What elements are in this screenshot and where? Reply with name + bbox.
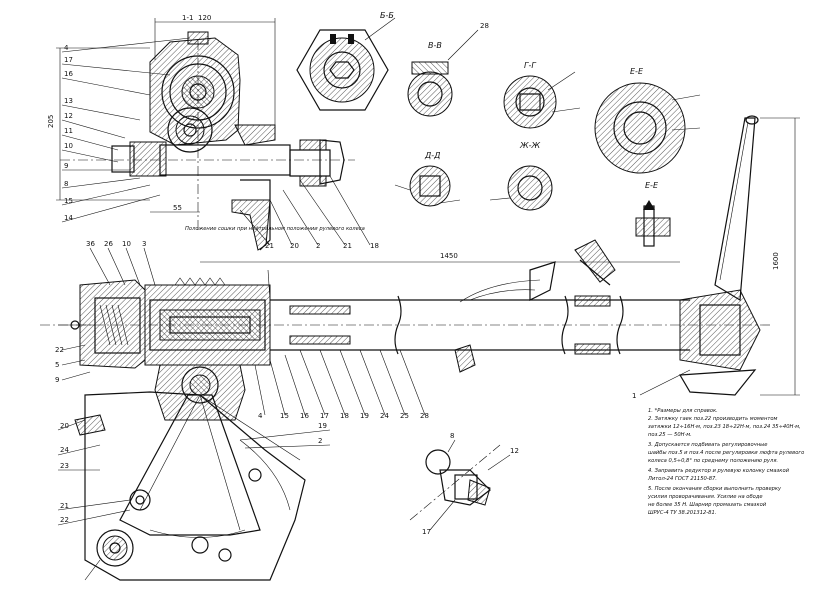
svg-text:12: 12 [64, 112, 73, 120]
svg-text:5: 5 [55, 361, 59, 369]
section-label-ee-small: Е-Е [645, 181, 659, 190]
section-label-vv: В-В [428, 41, 442, 50]
svg-text:36: 36 [86, 240, 95, 248]
svg-text:18: 18 [340, 412, 349, 420]
note-line-6: шайбы поз.5 и поз.4 после регулировки лю… [648, 450, 804, 456]
svg-text:21: 21 [60, 502, 69, 510]
svg-text:11: 11 [64, 127, 73, 135]
svg-text:2: 2 [318, 437, 322, 445]
note-line-4: поз.25 — 50Н·м. [648, 432, 692, 438]
section-gg-view: Г-Г [503, 61, 581, 129]
section-bb-view: Б-Б [296, 11, 396, 111]
pitman-arm-view: 20 24 23 21 22 19 2 [57, 391, 331, 581]
svg-text:14: 14 [64, 214, 73, 222]
section-vv-view: В-В 28 [407, 22, 489, 117]
svg-text:3: 3 [142, 240, 146, 248]
note-line-11: усилия проворачивания. Усилие на ободе [647, 494, 763, 500]
long-section-leaders: 36 26 10 3 4 15 16 17 18 19 24 25 28 22 5 9 [55, 240, 429, 420]
svg-text:28: 28 [420, 412, 429, 420]
svg-text:20: 20 [60, 422, 69, 430]
note-line-3: затяжки 12÷16Н·м, поз.23 18÷22Н·м, поз.2… [648, 424, 801, 430]
svg-text:9: 9 [64, 162, 68, 170]
svg-text:23: 23 [60, 462, 69, 470]
section-label-gg: Г-Г [524, 61, 536, 70]
dim-55: 55 [173, 204, 182, 212]
section-zh-view: Ж-Ж [489, 141, 553, 211]
section-dd-view: Д-Д [394, 151, 461, 207]
svg-text:19: 19 [360, 412, 369, 420]
svg-text:17: 17 [320, 412, 329, 420]
svg-text:1: 1 [632, 392, 636, 400]
note-line-5: 3. Допускается подбивать регулировочные [648, 442, 767, 448]
svg-text:17: 17 [422, 528, 431, 536]
dim-1450: 1450 [440, 252, 458, 260]
svg-text:24: 24 [380, 412, 389, 420]
svg-text:9: 9 [55, 376, 59, 384]
note-line-12: не более 35 Н. Шарнир промазать смазкой [648, 502, 767, 508]
svg-text:4: 4 [64, 44, 69, 52]
svg-text:16: 16 [300, 412, 309, 420]
note-line-13: ШРУС-4 ТУ 38.201312-81. [648, 510, 716, 516]
svg-text:26: 26 [104, 240, 113, 248]
svg-text:13: 13 [64, 97, 73, 105]
dim-1600: 1600 [772, 252, 780, 270]
note-line-7: колеса 0,5÷0,8° по среднему положению ру… [648, 458, 778, 464]
steering-column-shaft: 1450 [40, 239, 770, 373]
note-line-8: 4. Заправить редуктор и рулевую колонку … [648, 468, 790, 474]
neutral-position-note: Положение сошки при нейтральном положени… [185, 226, 365, 232]
note-line-1: 1. *Размеры для справок. [648, 408, 718, 414]
svg-text:21: 21 [343, 242, 352, 250]
svg-text:18: 18 [370, 242, 379, 250]
svg-text:15: 15 [280, 412, 289, 420]
section-label-zh: Ж-Ж [519, 141, 541, 150]
svg-text:22: 22 [55, 346, 64, 354]
note-line-9: Литол-24 ГОСТ 21150-87. [647, 476, 717, 482]
svg-text:10: 10 [122, 240, 131, 248]
svg-text:4: 4 [258, 412, 263, 420]
svg-text:2: 2 [316, 242, 320, 250]
svg-text:8: 8 [64, 180, 68, 188]
svg-text:15: 15 [64, 197, 73, 205]
svg-text:12: 12 [510, 447, 519, 455]
svg-text:19: 19 [318, 422, 327, 430]
svg-text:10: 10 [64, 142, 73, 150]
section-label-bb: Б-Б [380, 11, 394, 20]
gearbox-section-view: 120 205 1-1 55 Положение сошки при нейтр… [47, 14, 379, 251]
svg-text:17: 17 [64, 56, 73, 64]
section-ee-small-view: Е-Е [635, 181, 671, 247]
svg-text:21: 21 [265, 242, 274, 250]
note-line-10: 5. После окончания сборки выполнить пров… [648, 486, 782, 492]
svg-text:28: 28 [480, 22, 489, 30]
ball-joint-detail: 8 12 17 [409, 432, 519, 536]
dim-top-120: 120 [198, 14, 211, 22]
reducer-long-section [58, 277, 271, 421]
section-ee-view: Е-Е [594, 67, 701, 174]
dim-left-205: 205 [47, 115, 55, 128]
section-label-top: 1-1 [182, 14, 193, 22]
note-line-2: 2. Затяжку гаек поз.22 производить момен… [648, 416, 778, 422]
section-label-dd: Д-Д [424, 151, 440, 160]
svg-text:24: 24 [60, 446, 69, 454]
svg-text:16: 16 [64, 70, 73, 78]
svg-text:20: 20 [290, 242, 299, 250]
section-label-ee: Е-Е [630, 67, 644, 76]
svg-text:25: 25 [400, 412, 409, 420]
svg-text:8: 8 [450, 432, 454, 440]
steering-wheel-view: 1600 [678, 115, 800, 396]
technical-notes: 1. *Размеры для справок. 2. Затяжку гаек… [647, 408, 804, 516]
svg-text:22: 22 [60, 516, 69, 524]
